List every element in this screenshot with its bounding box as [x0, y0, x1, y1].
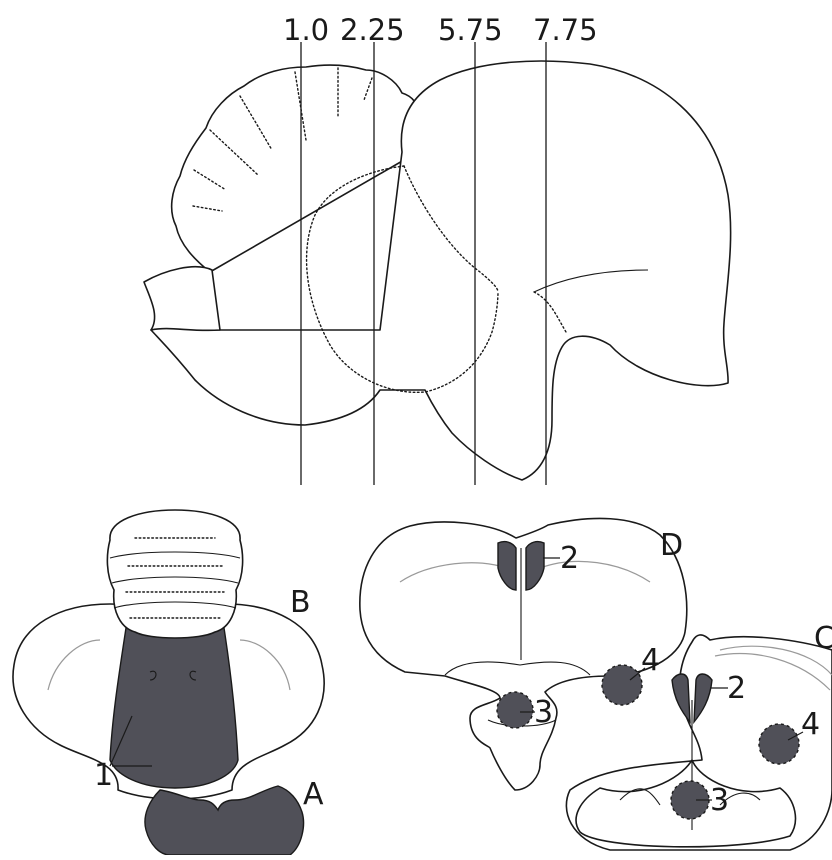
region-label-2-c: 2: [727, 671, 746, 706]
panel-label-c: C: [814, 621, 832, 656]
section-b-vermis: [107, 510, 242, 638]
section-d-region-4: [602, 665, 642, 705]
panel-label-b: B: [290, 585, 311, 620]
section-d-region-3: [497, 692, 533, 728]
section-c-region-4: [759, 724, 799, 764]
panel-label-d: D: [660, 528, 683, 563]
section-d-outline: [360, 518, 687, 790]
section-label-3: 5.75: [438, 13, 503, 47]
hindbrain-outline: [144, 267, 220, 331]
section-c-region-2: [672, 674, 690, 722]
lateral-brain-view: [144, 61, 731, 480]
region-label-4-d: 4: [641, 643, 660, 678]
region-label-3-c: 3: [710, 783, 729, 818]
section-b-region-1: [110, 628, 238, 788]
section-label-4: 7.75: [533, 13, 598, 47]
region-label-1: 1: [94, 758, 113, 793]
region-label-2-d: 2: [560, 541, 579, 576]
region-label-3-d: 3: [534, 695, 553, 730]
cerebellum-outline: [172, 65, 419, 272]
region-label-4-c: 4: [801, 707, 820, 742]
section-label-2: 2.25: [340, 13, 405, 47]
section-a-region-1: [145, 786, 304, 855]
section-label-1: 1.0: [283, 13, 329, 47]
section-position-labels: 1.0 2.25 5.75 7.75: [283, 13, 598, 47]
section-d: 2 3 4 D: [360, 518, 687, 790]
section-b: B: [13, 510, 324, 799]
panel-label-a: A: [303, 777, 324, 812]
